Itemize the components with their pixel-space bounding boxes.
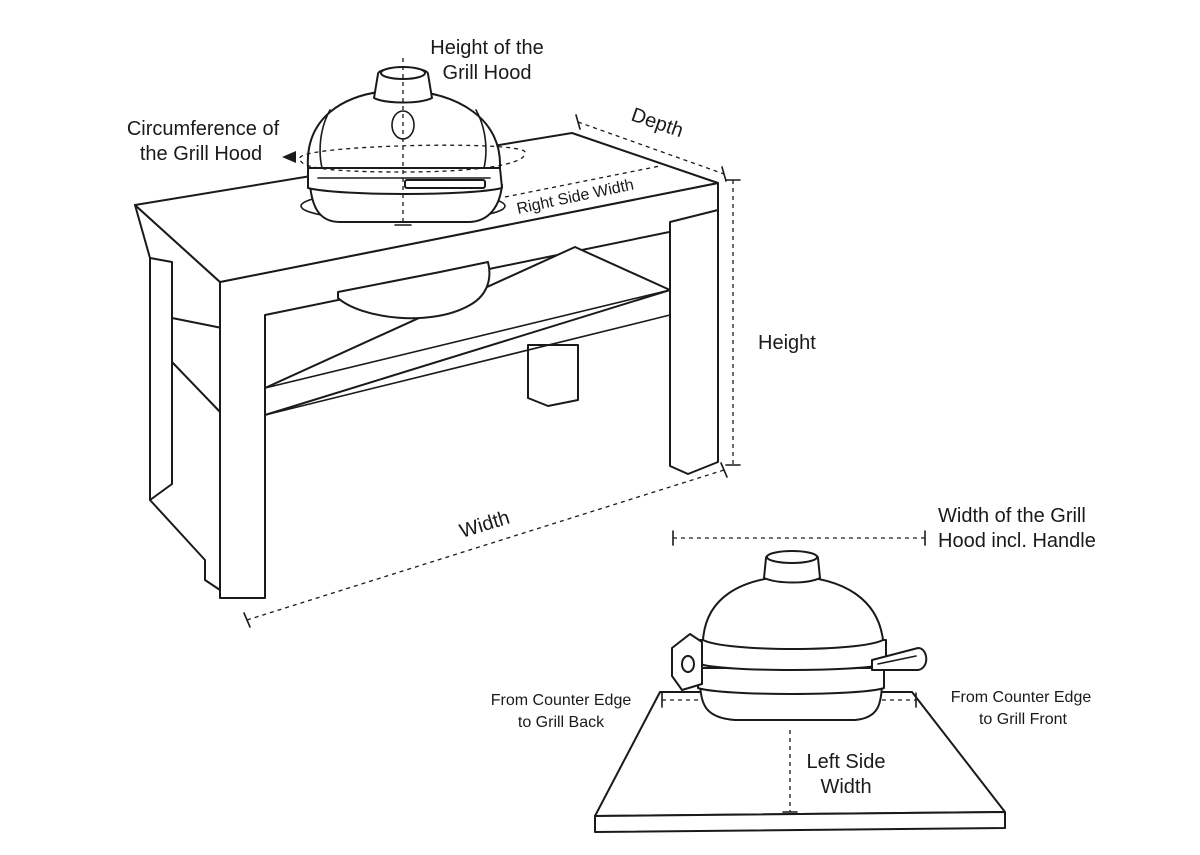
height-of-hood-label-1: Height of the	[430, 37, 543, 59]
height-of-hood-label-2: Grill Hood	[443, 62, 532, 84]
counter-front-label-2: to Grill Front	[979, 711, 1068, 728]
counter-front-label-1: From Counter Edge	[951, 689, 1092, 706]
counter-back-label-1: From Counter Edge	[491, 692, 632, 709]
hood-width-label-1: Width of the Grill	[938, 505, 1086, 527]
table-measurement-lines	[243, 58, 741, 628]
counter-back-label-2: to Grill Back	[518, 714, 605, 731]
circumference-arrow-icon	[282, 151, 296, 163]
width-label: Width	[457, 507, 512, 543]
hood-width-label-2: Hood incl. Handle	[938, 530, 1096, 552]
left-side-width-label-1: Left Side	[807, 751, 886, 773]
circumference-label-1: Circumference of	[127, 118, 280, 140]
circumference-label-2: the Grill Hood	[140, 143, 262, 165]
left-side-width-label-2: Width	[820, 776, 871, 798]
depth-label: Depth	[628, 104, 686, 142]
height-label: Height	[758, 332, 816, 354]
grill-on-counter-illustration	[594, 550, 1006, 833]
counter-measurement-lines	[661, 530, 926, 813]
